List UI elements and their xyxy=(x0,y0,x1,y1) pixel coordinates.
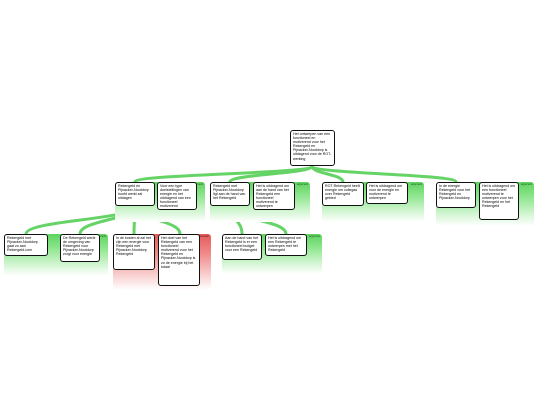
branch-2-card: Rekengeld met Pijnacker-Nootdorp ligt aa… xyxy=(210,182,250,206)
branch-3-card: ROT-Rekengeld heeft energie om collegas … xyxy=(322,182,364,206)
branch-3-text: ROT-Rekengeld heeft energie om collegas … xyxy=(325,184,360,201)
sub-1-card: Rekengeld met Pijnacker-Nootdorp gaat zo… xyxy=(4,234,48,256)
sub-3-node[interactable]: bezwaar In de kosten al zal het zijn een… xyxy=(113,234,211,290)
sub-5-text: Aan de hand van het Rekengeld is er een … xyxy=(225,236,259,253)
sub-3-tag: bezwaar xyxy=(199,235,209,238)
sub-5-tag: argument xyxy=(309,235,320,238)
link-root-branch-2 xyxy=(228,164,314,184)
branch-4-child-text: Het is uitdragend om een functioneel mot… xyxy=(482,184,516,209)
sub-6-text: Het is uitdragend om een Rekengeld te on… xyxy=(268,236,302,253)
sub-1-text: Rekengeld met Pijnacker-Nootdorp gaat zo… xyxy=(7,236,38,253)
sub-4-card: Het doel van het Rekengeld van een funct… xyxy=(158,234,200,286)
sub-1-node[interactable]: argument Rekengeld met Pijnacker-Nootdor… xyxy=(4,234,108,276)
branch-3-node[interactable]: argument ROT-Rekengeld heeft energie om … xyxy=(322,182,424,222)
branch-3-tag: argument xyxy=(411,183,422,186)
branch-1-node[interactable]: argument Rekengeld en Pijnacker-Nootdorp… xyxy=(115,182,205,222)
root-text: Het ontwerpen van een functioneel en mot… xyxy=(293,132,332,161)
branch-2-child-card: Het is uitdragend om aan de hand van het… xyxy=(253,182,295,210)
sub-5-card: Aan de hand van het Rekengeld is er een … xyxy=(222,234,262,260)
sub-6-card: Het is uitdragend om een Rekengeld te on… xyxy=(265,234,307,256)
root-node[interactable]: Het ontwerpen van een functioneel en mot… xyxy=(290,130,335,166)
branch-2-child-text: Het is uitdragend om aan de hand van het… xyxy=(256,184,290,209)
branch-1-card: Rekengeld en Pijnacker-Nootdorp hoofd we… xyxy=(115,182,155,206)
branch-1-child-card: Voor een type doelstellingen van energie… xyxy=(157,182,197,210)
branch-4-card: In de energie Rekengeld voor het Rekenge… xyxy=(436,182,476,208)
branch-1-child-text: Voor een type doelstellingen van energie… xyxy=(160,184,191,209)
sub-2-card: De Rekengeld werkt de omgeving van Reken… xyxy=(60,234,100,262)
branch-4-child-card: Het is uitdragend om een functioneel mot… xyxy=(479,182,519,220)
link-root-branch-4 xyxy=(310,164,458,184)
branch-2-node[interactable]: argument Rekengeld met Pijnacker-Nootdor… xyxy=(210,182,310,222)
sub-1-tag: argument xyxy=(95,235,106,238)
sub-3-text: In de kosten al zal het zijn een energie… xyxy=(116,236,151,257)
branch-2-text: Rekengeld met Pijnacker-Nootdorp ligt aa… xyxy=(213,184,246,201)
sub-3-card: In de kosten al zal het zijn een energie… xyxy=(113,234,155,270)
branch-3-child-card: Het is uitdragend om voor de energie en … xyxy=(366,182,408,204)
sub-4-text: Het doel van het Rekengeld van een funct… xyxy=(161,236,196,269)
branch-1-tag: argument xyxy=(192,183,203,186)
branch-4-tag: argument xyxy=(521,183,532,186)
branch-4-text: In de energie Rekengeld voor het Rekenge… xyxy=(439,184,471,201)
branch-3-child-text: Het is uitdragend om voor de energie en … xyxy=(369,184,403,201)
branch-4-node[interactable]: argument In de energie Rekengeld voor he… xyxy=(436,182,534,226)
branch-1-text: Rekengeld en Pijnacker-Nootdorp hoofd we… xyxy=(118,184,149,201)
branch-2-tag: argument xyxy=(297,183,308,186)
sub-5-node[interactable]: argument Aan de hand van het Rekengeld i… xyxy=(222,234,322,274)
root-card: Het ontwerpen van een functioneel en mot… xyxy=(290,130,335,166)
sub-2-text: De Rekengeld werkt de omgeving van Reken… xyxy=(63,236,96,257)
